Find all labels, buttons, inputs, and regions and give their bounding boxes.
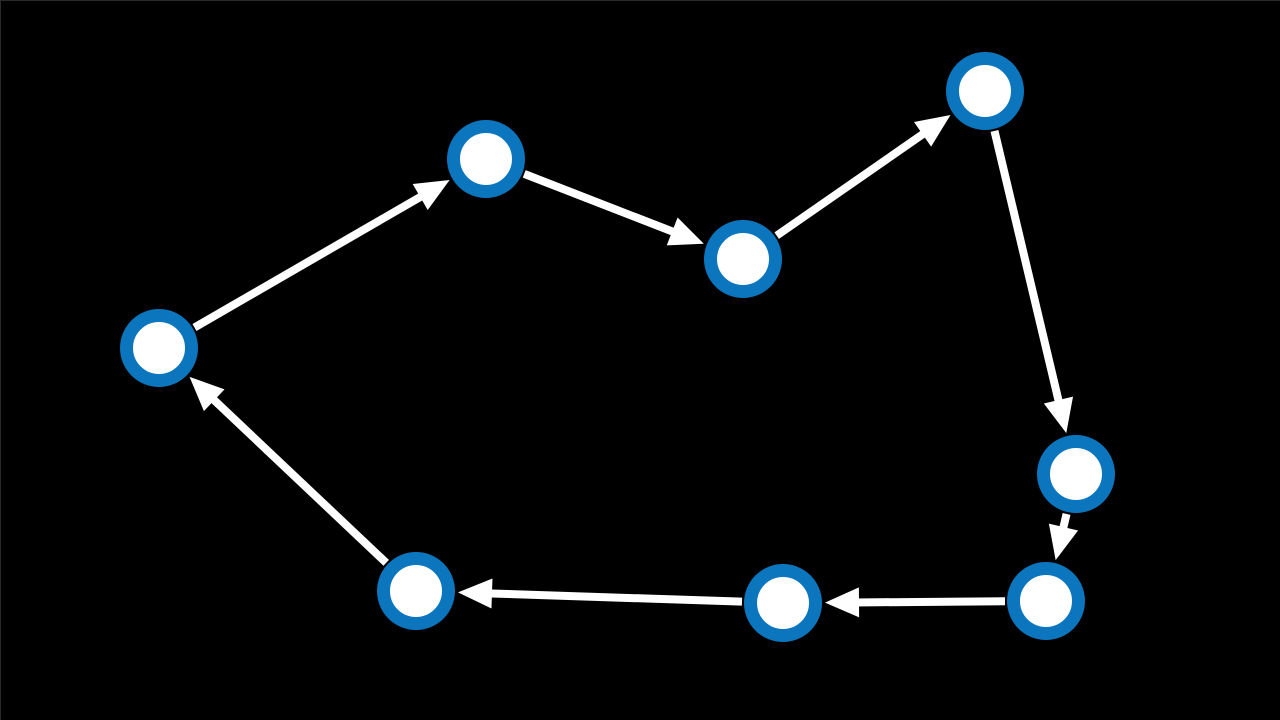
edges-layer — [189, 114, 1079, 618]
graph-edge[interactable] — [990, 129, 1074, 434]
edge-arrowhead-icon — [666, 217, 704, 246]
graph-node[interactable] — [704, 220, 782, 298]
edge-line — [486, 589, 743, 606]
graph-edge[interactable] — [774, 114, 951, 239]
graph-edge[interactable] — [457, 578, 743, 609]
edge-arrowhead-icon — [1043, 396, 1074, 434]
graph-node[interactable] — [447, 120, 525, 198]
graph-node[interactable] — [946, 52, 1024, 130]
graph-edge[interactable] — [192, 180, 450, 331]
edge-line — [192, 191, 427, 331]
graph-edge[interactable] — [189, 376, 389, 566]
graph-edge[interactable] — [1048, 512, 1079, 561]
graph-node[interactable] — [120, 309, 198, 387]
edge-arrowhead-icon — [189, 376, 225, 412]
node-circle[interactable] — [1037, 435, 1115, 513]
node-circle[interactable] — [377, 552, 455, 630]
graph-node[interactable] — [377, 552, 455, 630]
node-circle[interactable] — [946, 52, 1024, 130]
edge-line — [207, 393, 389, 566]
edge-arrowhead-icon — [914, 114, 951, 147]
edge-line — [522, 170, 679, 238]
graph-edge[interactable] — [522, 170, 704, 246]
graph-edge[interactable] — [824, 587, 1006, 618]
node-circle[interactable] — [1007, 562, 1085, 640]
edge-line — [853, 597, 1006, 607]
graph-node[interactable] — [1007, 562, 1085, 640]
edge-arrowhead-icon — [457, 578, 493, 609]
node-circle[interactable] — [704, 220, 782, 298]
edge-line — [774, 128, 930, 239]
node-circle[interactable] — [744, 564, 822, 642]
edge-line — [990, 129, 1064, 406]
edge-arrowhead-icon — [824, 587, 860, 618]
node-circle[interactable] — [447, 120, 525, 198]
edge-arrowhead-icon — [1048, 523, 1079, 561]
edge-arrowhead-icon — [412, 180, 450, 211]
graph-node[interactable] — [1037, 435, 1115, 513]
nodes-layer — [120, 52, 1115, 642]
graph-node[interactable] — [744, 564, 822, 642]
node-circle[interactable] — [120, 309, 198, 387]
